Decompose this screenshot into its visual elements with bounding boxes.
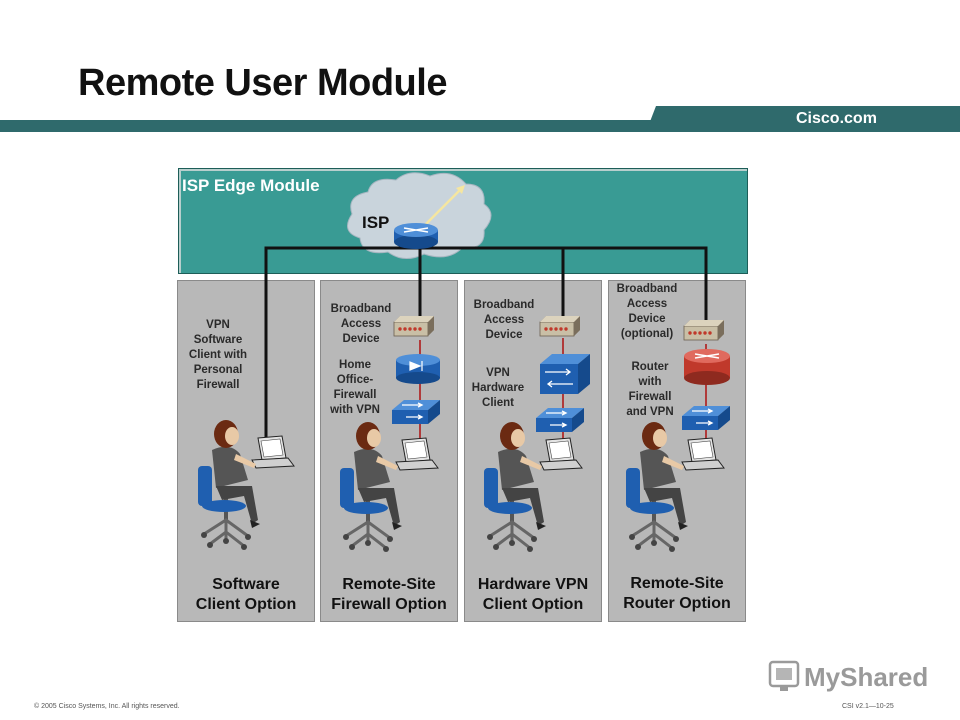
laptop-icon <box>395 437 439 471</box>
internet-arrow <box>423 185 465 227</box>
label-router-firewall-vpn: Router with Firewall and VPN <box>626 361 674 418</box>
remote-user-icon <box>624 420 690 554</box>
vpn-concentrator-icon <box>540 354 590 394</box>
broadband-device-icon <box>539 315 581 337</box>
label-broadband-device: Broadband Access Device <box>330 303 392 345</box>
option-hardware-vpn-client: Hardware VPN Client Option <box>477 576 589 613</box>
footer-copyright: © 2005 Cisco Systems, Inc. All rights re… <box>34 703 180 710</box>
label-vpn-hardware-client: VPN Hardware Client <box>471 367 525 409</box>
remote-user-icon <box>196 418 262 552</box>
firewall-icon <box>396 354 440 384</box>
remote-user-icon <box>482 420 548 554</box>
footer-code: CSI v2.1—10-25 <box>842 703 894 710</box>
router-firewall-icon <box>684 349 730 385</box>
switch-icon <box>391 399 441 425</box>
option-remote-site-router: Remote-Site Router Option <box>623 575 731 612</box>
isp-edge-label: ISP Edge Module <box>182 176 320 195</box>
label-vpn-software-client: VPN Software Client with Personal Firewa… <box>188 319 248 391</box>
laptop-icon <box>681 437 725 471</box>
broadband-device-icon <box>683 319 725 341</box>
header-tab <box>646 106 960 132</box>
option-remote-site-firewall: Remote-Site Firewall Option <box>331 576 447 613</box>
panel-remote-site-router <box>608 280 746 622</box>
laptop-icon <box>539 437 583 471</box>
panel-remote-site-firewall <box>320 280 458 622</box>
network-links <box>264 246 708 462</box>
option-software-client: Software Client Option <box>195 576 297 613</box>
label-broadband-device: Broadband Access Device <box>473 299 535 341</box>
label-home-office-firewall: Home Office- Firewall with VPN <box>330 359 380 416</box>
isp-router-icon <box>394 223 438 249</box>
panel-hardware-vpn <box>464 280 602 622</box>
laptop-icon <box>251 435 295 469</box>
watermark-logo: MyShared <box>768 658 938 699</box>
watermark-text: MyShared <box>804 662 928 692</box>
broadband-device-icon <box>393 315 435 337</box>
slide-title: Remote User Module <box>78 62 447 104</box>
brand-link[interactable]: Cisco.com <box>796 110 877 127</box>
watermark-icon: MyShared <box>768 660 928 692</box>
isp-label: ISP <box>362 213 389 232</box>
panel-software-client <box>177 280 315 622</box>
switch-icon <box>535 407 585 433</box>
label-broadband-device-optional: Broadband Access Device (optional) <box>616 283 678 340</box>
remote-user-icon <box>338 420 404 554</box>
